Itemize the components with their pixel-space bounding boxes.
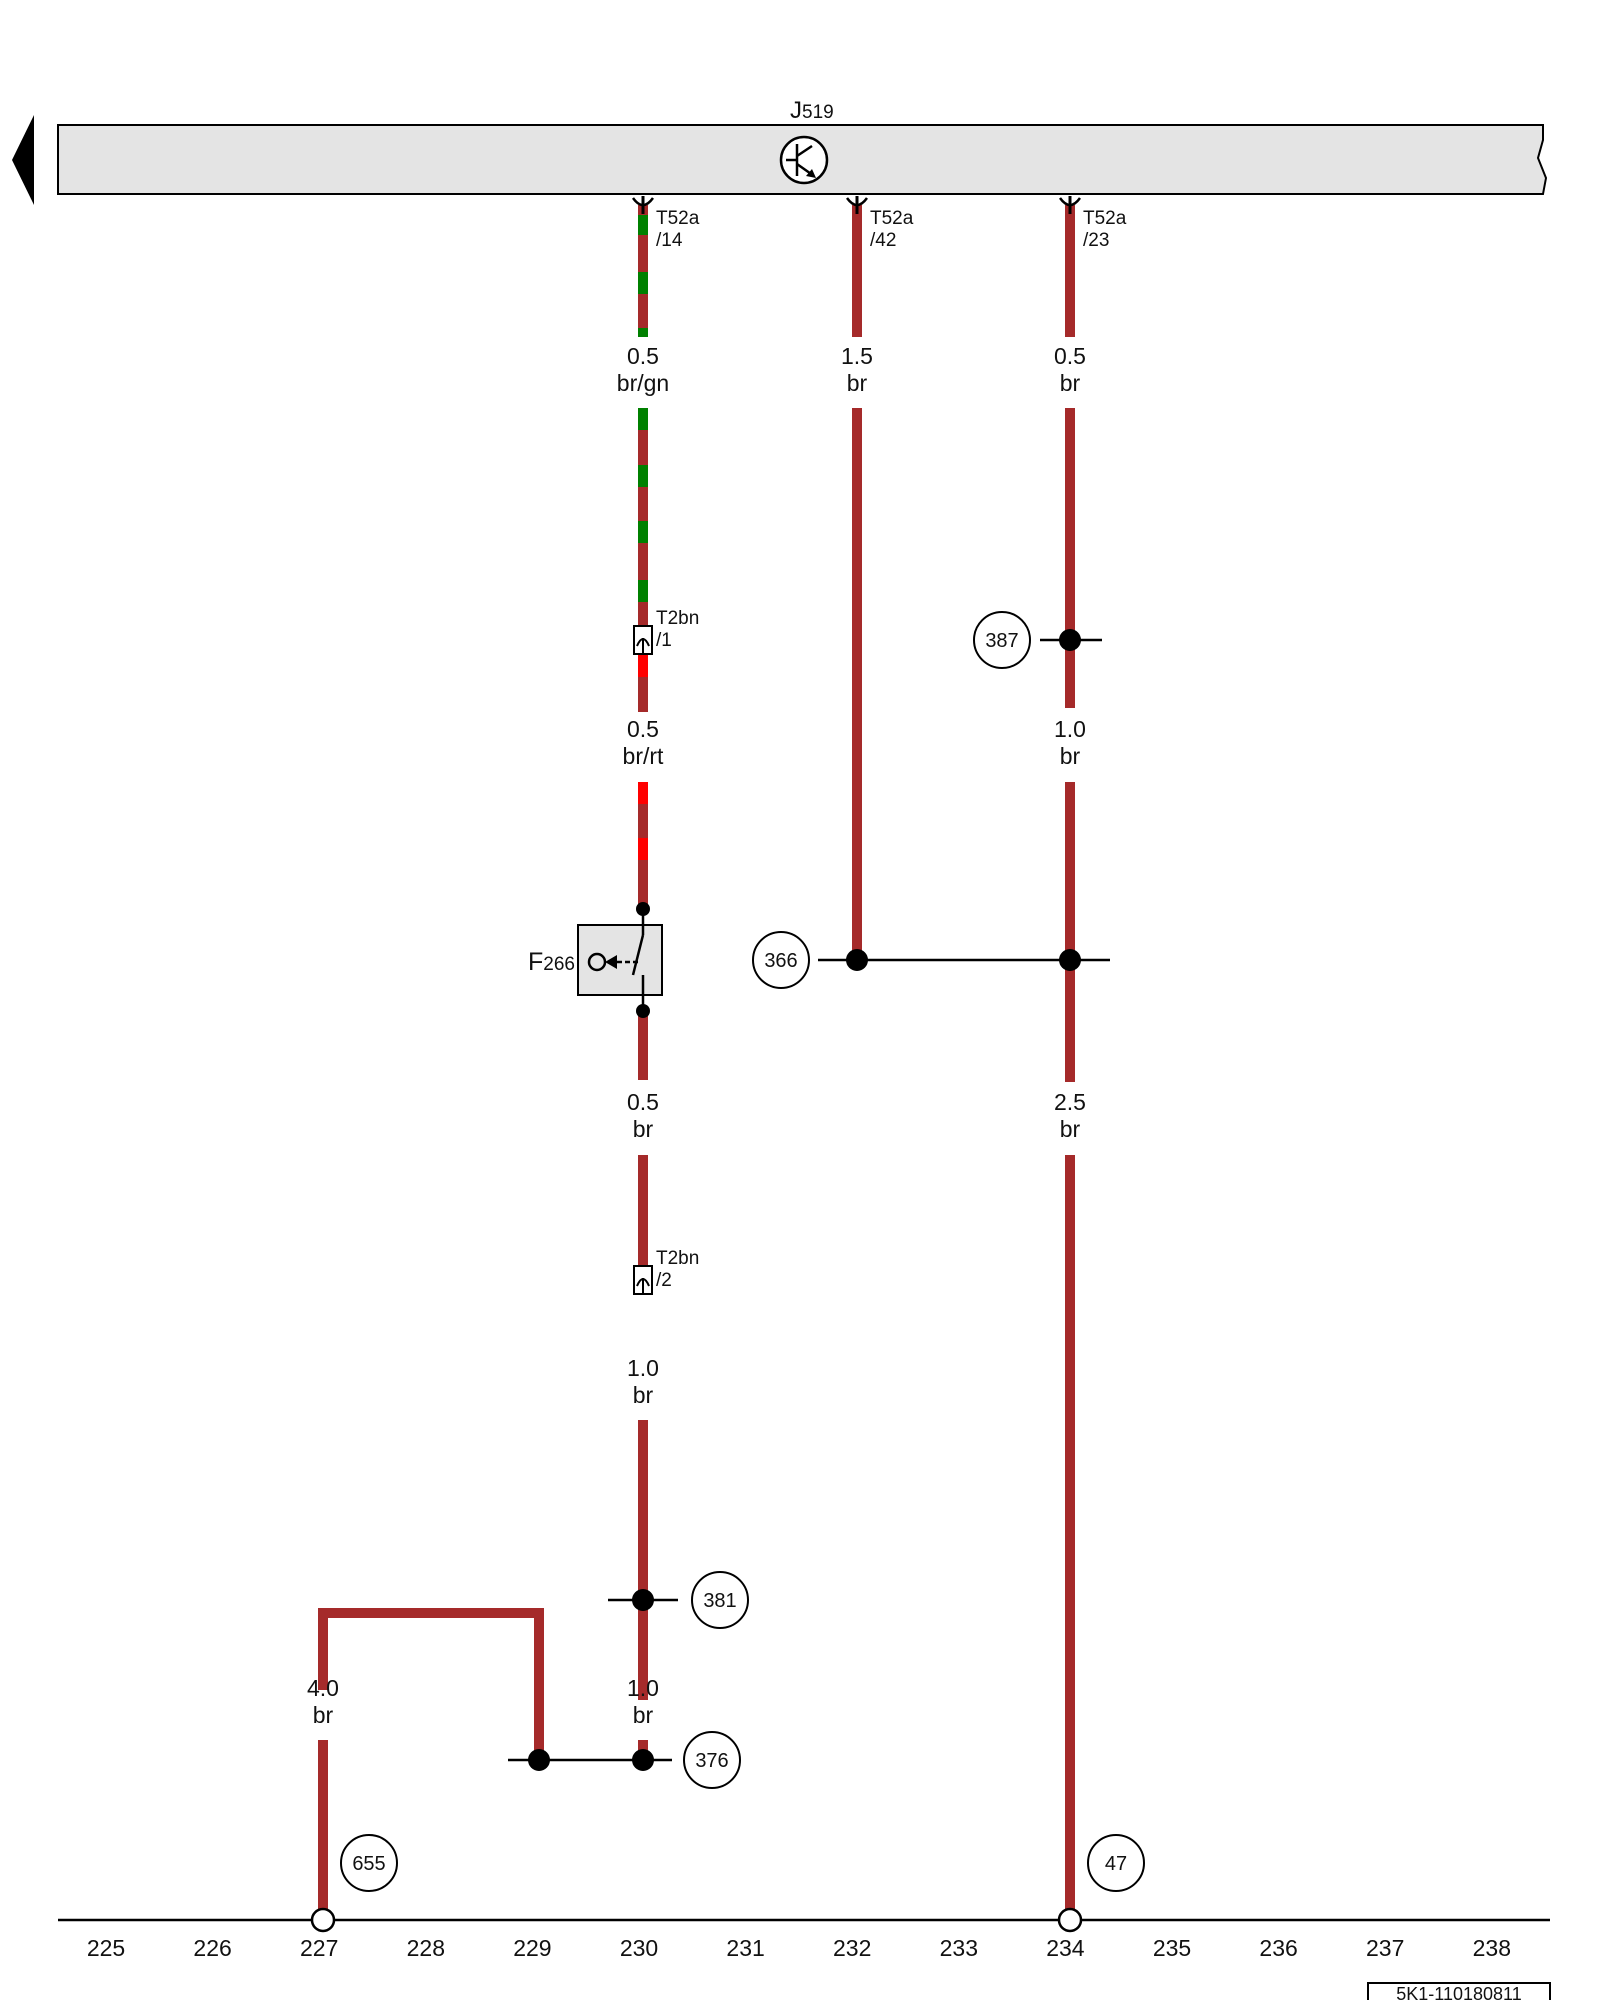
- document-code: 5K1-110180811: [1367, 1982, 1551, 2000]
- wire-size: 0.5: [1054, 343, 1086, 369]
- wire-color: br/rt: [623, 743, 665, 769]
- column-number: 236: [1259, 1935, 1297, 1961]
- svg-text:T2bn: T2bn: [656, 1248, 699, 1269]
- wire-loop-227: [318, 1608, 544, 1920]
- ref-376: 376: [683, 1731, 741, 1789]
- wire-labels: 0.5 br/gn 1.5 br 0.5 br 0.5 br/rt 1.0 br…: [307, 343, 1086, 1728]
- wire-color: br: [1060, 1116, 1081, 1142]
- ground-terminal: [1057, 1907, 1083, 1933]
- ground-terminal: [310, 1907, 336, 1933]
- svg-text:381: 381: [703, 1590, 736, 1612]
- svg-text:/23: /23: [1083, 230, 1109, 251]
- column-number: 238: [1473, 1935, 1511, 1961]
- junctions: [508, 629, 1110, 1771]
- previous-page-arrow-icon[interactable]: [12, 115, 34, 205]
- column-number: 235: [1153, 1935, 1191, 1961]
- connector-t52a-23[interactable]: T52a /23: [1058, 196, 1127, 251]
- column-number: 232: [833, 1935, 871, 1961]
- wire-size: 2.5: [1054, 1089, 1086, 1115]
- svg-text:366: 366: [764, 950, 797, 972]
- svg-text:T52a: T52a: [656, 208, 700, 229]
- ref-655: 655: [340, 1834, 398, 1892]
- svg-text:/42: /42: [870, 230, 896, 251]
- column-number: 237: [1366, 1935, 1404, 1961]
- column-numbers: 225 226 227 228 229 230 231 232 233 234 235 236 237 2…: [87, 1935, 1511, 1961]
- wire-color: br: [633, 1116, 654, 1142]
- svg-text:47: 47: [1105, 1853, 1127, 1875]
- wire-column-230: [638, 205, 648, 1764]
- wire-size: 0.5: [627, 1089, 659, 1115]
- wire-color: br: [633, 1702, 654, 1728]
- connector-t2bn-2[interactable]: T2bn /2: [633, 1248, 699, 1295]
- wire-color: br: [847, 370, 868, 396]
- ref-366: 366: [752, 931, 810, 989]
- svg-text:T2bn: T2bn: [656, 608, 699, 629]
- svg-text:5K1-110180811: 5K1-110180811: [1396, 1984, 1521, 2000]
- wire-size: 0.5: [627, 343, 659, 369]
- switch-label: F266: [528, 948, 575, 976]
- svg-text:/1: /1: [656, 630, 672, 651]
- svg-text:387: 387: [985, 630, 1018, 652]
- wire-size: 0.5: [627, 716, 659, 742]
- wire-color: br/gn: [617, 370, 669, 396]
- column-number: 233: [940, 1935, 978, 1961]
- wire-color: br: [1060, 743, 1081, 769]
- wire-column-232: [852, 205, 862, 960]
- connector-t52a-14[interactable]: T52a /14: [631, 196, 700, 251]
- control-unit-label: J519: [790, 97, 834, 124]
- svg-text:655: 655: [352, 1853, 385, 1875]
- wire-color: br: [313, 1702, 334, 1728]
- column-number: 225: [87, 1935, 125, 1961]
- svg-text:T52a: T52a: [1083, 208, 1127, 229]
- column-number: 228: [407, 1935, 445, 1961]
- svg-text:/2: /2: [656, 1270, 672, 1291]
- wire-color: br: [1060, 370, 1081, 396]
- column-number: 227: [300, 1935, 338, 1961]
- wire-column-234: [1065, 205, 1075, 1920]
- wire-size: 1.0: [627, 1355, 659, 1381]
- control-unit-j519[interactable]: J519: [57, 97, 1548, 195]
- ref-47: 47: [1087, 1834, 1145, 1892]
- column-number: 231: [726, 1935, 764, 1961]
- ref-381: 381: [691, 1571, 749, 1629]
- ref-387: 387: [973, 611, 1031, 669]
- svg-text:376: 376: [695, 1750, 728, 1772]
- wire-size: 1.0: [627, 1675, 659, 1701]
- wire-size: 4.0: [307, 1675, 339, 1701]
- column-number: 230: [620, 1935, 658, 1961]
- switch-f266[interactable]: F266: [528, 902, 663, 1018]
- svg-text:/14: /14: [656, 230, 683, 251]
- column-number: 226: [193, 1935, 231, 1961]
- wire-size: 1.5: [841, 343, 873, 369]
- wire-color: br: [633, 1382, 654, 1408]
- column-number: 234: [1046, 1935, 1085, 1961]
- connector-t52a-42[interactable]: T52a /42: [845, 196, 914, 251]
- svg-text:T52a: T52a: [870, 208, 914, 229]
- reference-circles[interactable]: 387 366 381 376 655 47: [340, 611, 1145, 1892]
- wire-size: 1.0: [1054, 716, 1086, 742]
- column-number: 229: [513, 1935, 551, 1961]
- connector-t2bn-1[interactable]: T2bn /1: [633, 608, 699, 655]
- electronic-unit-icon: [779, 135, 829, 185]
